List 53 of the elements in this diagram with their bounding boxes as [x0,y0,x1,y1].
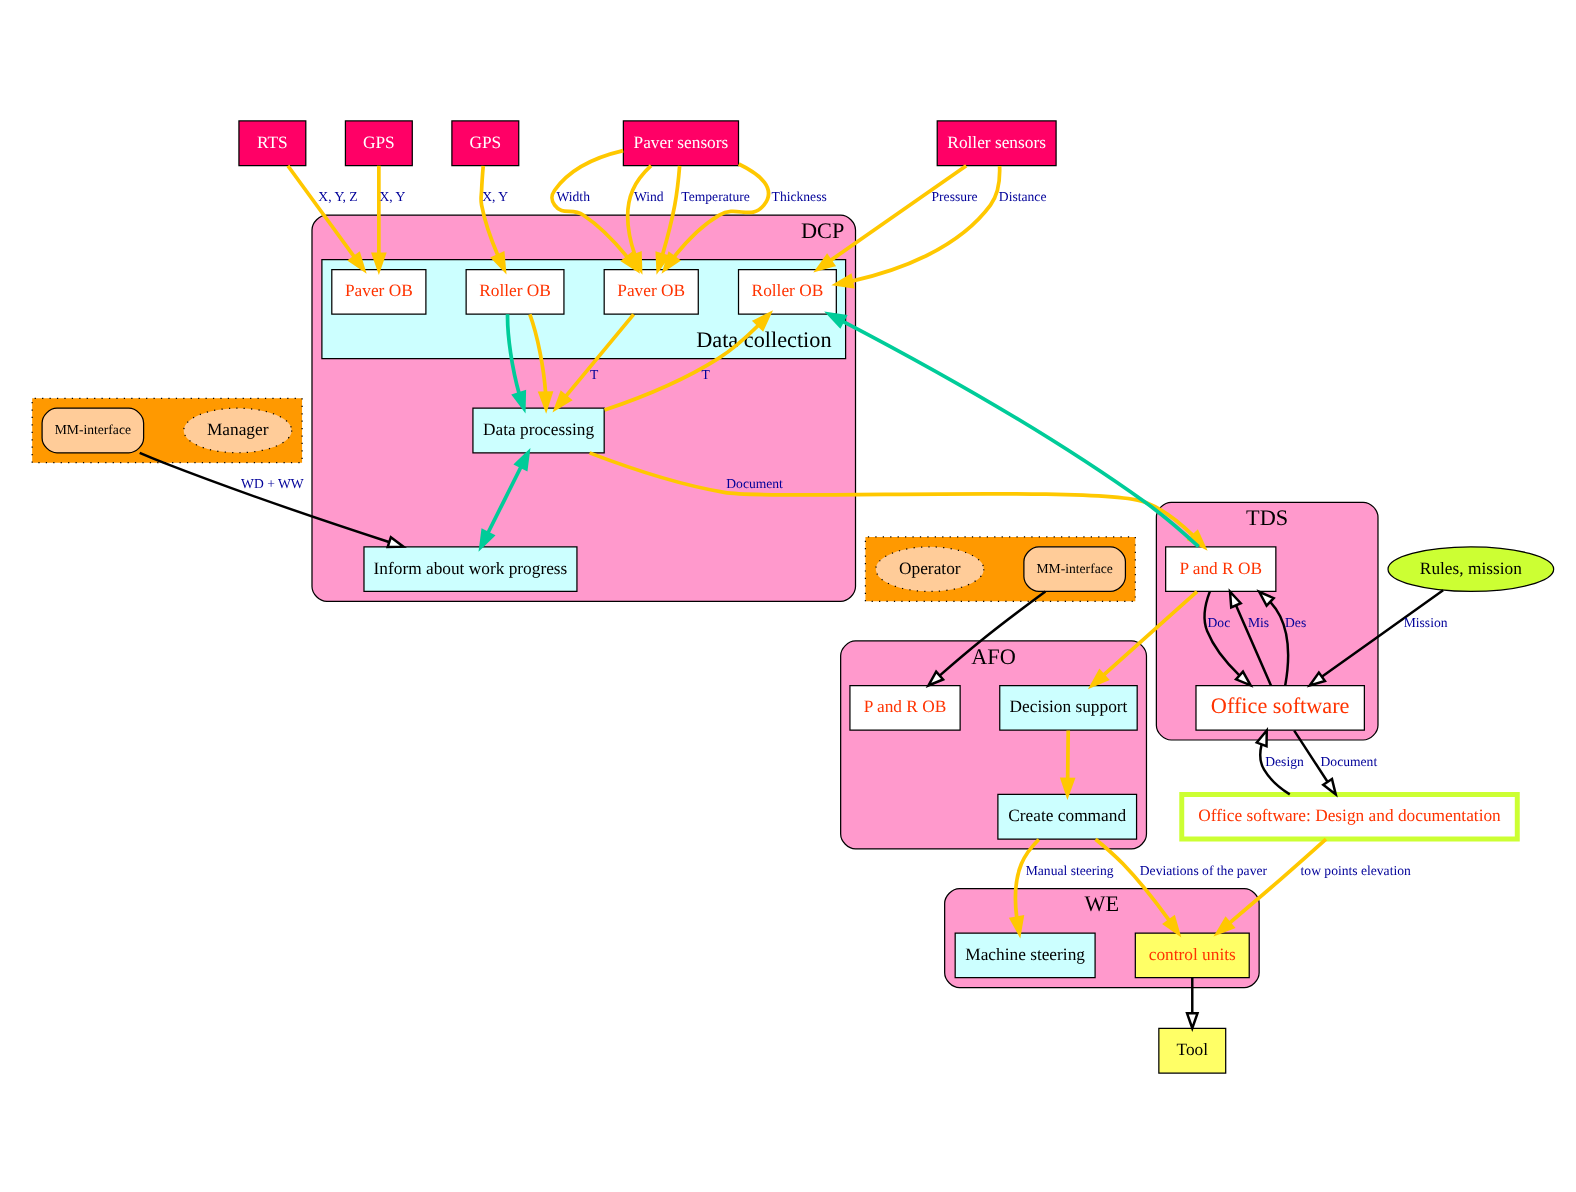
arrow [831,165,1002,288]
node-ellipse: Operator [875,545,985,592]
node-box: Roller OB [737,267,837,314]
node-box: Create command [997,792,1138,839]
node-box: GPS [451,119,520,166]
node-ellipse: Manager [183,406,293,453]
cluster [31,396,303,463]
node-box: RTS [238,119,307,166]
arrow [603,309,773,411]
node-box: Roller sensors [936,119,1057,166]
node-box: Decision support [999,683,1138,730]
arrow [528,312,554,413]
node-box: Paver sensors [622,119,740,166]
arrow [1059,729,1076,799]
arrow [1228,587,1273,685]
arrow [1254,725,1291,795]
node-box: Roller OB [465,267,565,314]
cluster [864,535,1136,601]
arrow [1008,837,1041,938]
node-box: P and R OB [849,683,961,730]
node-box: Paver OB [603,267,699,314]
node-box: Machine steering [954,931,1096,978]
arrow [1213,836,1328,936]
arrow [139,450,407,548]
node-box: Office software [1195,683,1365,730]
node-box: P and R OB [1165,545,1277,592]
node-box: Paver OB [331,267,427,314]
node-box: control units [1134,931,1250,978]
arrow [286,163,367,273]
arrow [1185,976,1200,1031]
arrow [1256,588,1290,685]
arrow [552,312,636,412]
arrow [371,164,387,274]
arrow [1094,836,1182,937]
arrow [478,447,531,551]
node-ellipse: Rules, mission [1387,545,1555,592]
arrow [813,163,968,272]
node-box: Data processing [472,406,605,453]
node-box: Inform about work progress [363,545,578,592]
node-box: Office software: Design and documentation [1179,791,1520,841]
arrow [661,161,771,273]
node-box: Tool [1158,1026,1227,1073]
node-box: GPS [344,119,413,166]
arrow [1293,728,1338,797]
arrow [625,163,653,274]
arrow [1203,590,1254,687]
arrow [505,313,527,413]
arrow [479,164,507,274]
arrow [1306,588,1444,687]
arrow [655,164,682,274]
arrow [1087,589,1199,689]
arrow [824,310,1200,547]
arrow [925,589,1047,687]
